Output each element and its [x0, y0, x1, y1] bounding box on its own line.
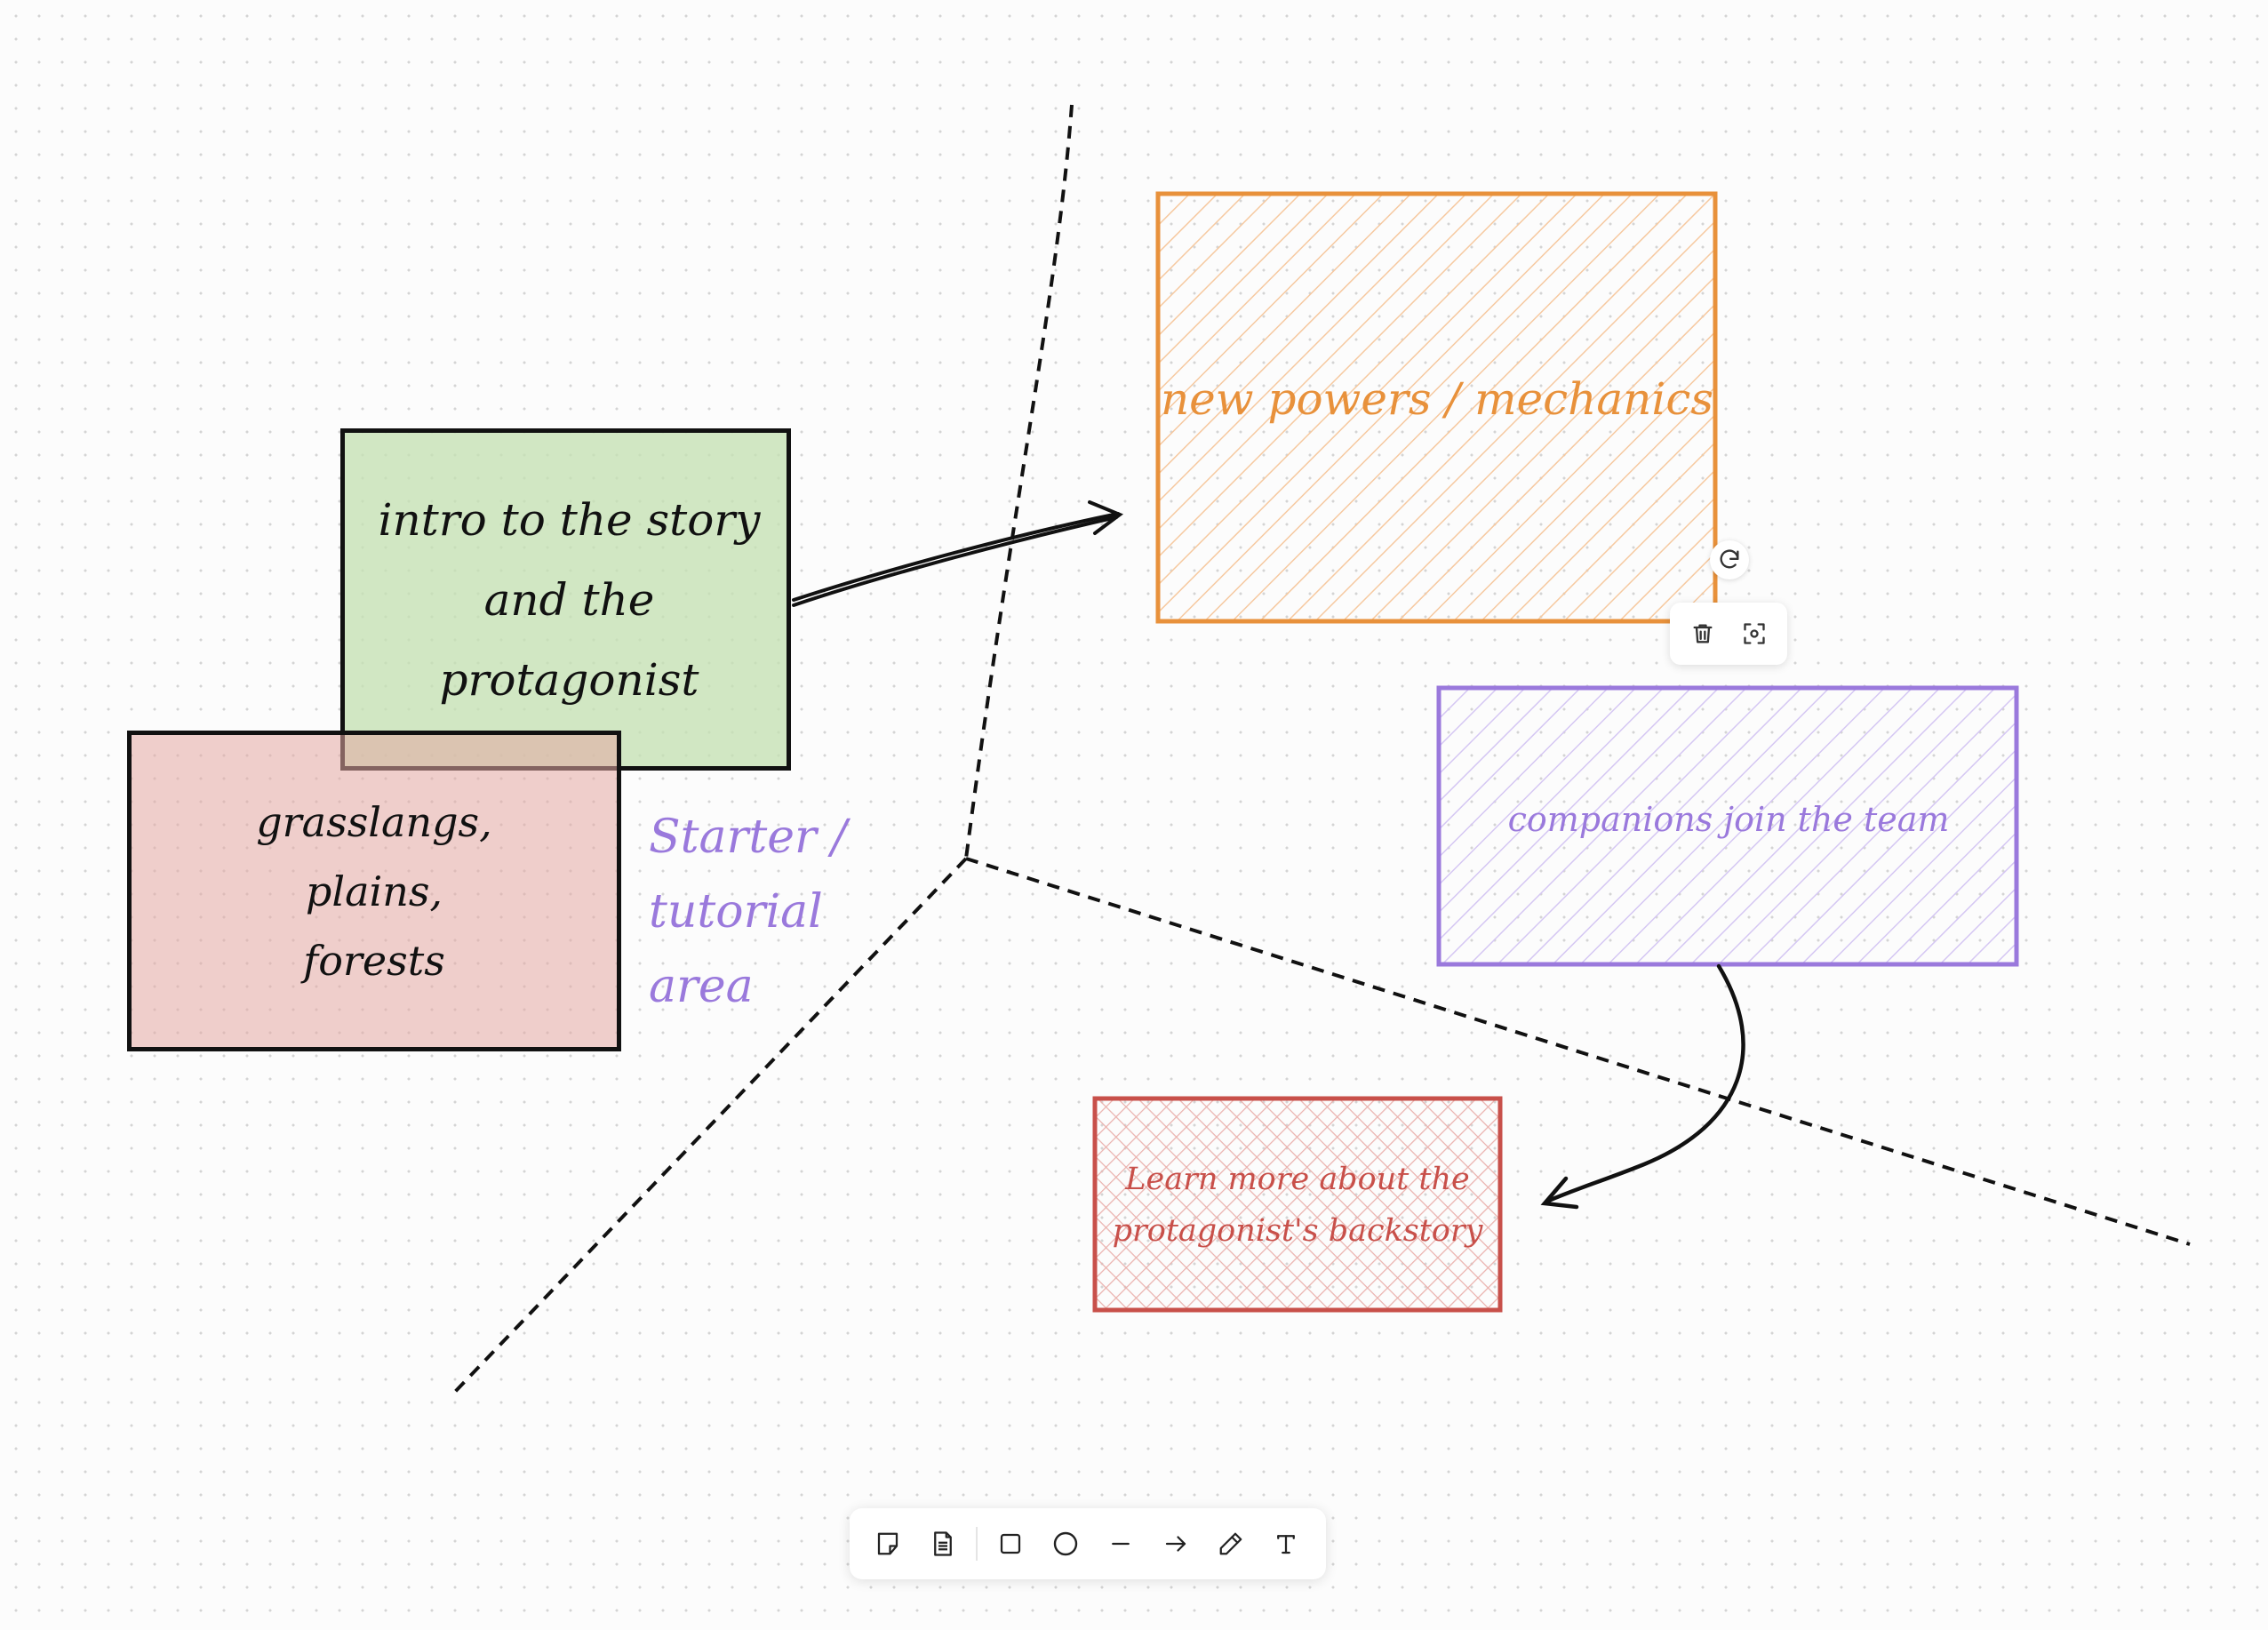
pencil-tool[interactable]: [1203, 1516, 1258, 1571]
starter-area-label[interactable]: Starter / tutorial area: [649, 811, 847, 1013]
axis-right[interactable]: [965, 857, 2191, 1246]
arrow-purple-to-red[interactable]: [1540, 963, 1745, 1210]
ellipse-tool[interactable]: [1038, 1516, 1093, 1571]
rotate-handle[interactable]: [1710, 540, 1749, 579]
text-icon: [1277, 1535, 1295, 1554]
delete-button[interactable]: [1681, 611, 1725, 656]
trash-icon: [1693, 624, 1713, 643]
sticky-note-red-text: grasslangs, plains, forests: [256, 797, 492, 985]
sticky-note-tool[interactable]: [860, 1516, 915, 1571]
arrow-tool[interactable]: [1148, 1516, 1203, 1571]
purple-hatched-rectangle[interactable]: [1436, 685, 2019, 967]
focus-button[interactable]: [1732, 611, 1777, 656]
red-hatched-rectangle[interactable]: [1092, 1096, 1503, 1313]
axis-vertical[interactable]: [964, 104, 1074, 859]
line-icon: [1112, 1542, 1130, 1546]
rectangle-tool[interactable]: [983, 1516, 1038, 1571]
arrow-green-to-orange[interactable]: [792, 500, 1124, 607]
sticky-note-icon: [877, 1532, 898, 1555]
axis-left[interactable]: [452, 857, 968, 1394]
arrow-icon: [1165, 1536, 1186, 1552]
orange-hatched-rectangle[interactable]: [1155, 191, 1718, 624]
sticky-note-green[interactable]: intro to the story and the protagonist: [340, 428, 791, 771]
ellipse-icon: [1053, 1531, 1078, 1556]
purple-shape-text: companions join the team: [1507, 800, 1950, 839]
bottom-toolbar: [850, 1508, 1326, 1579]
focus-icon: [1744, 623, 1765, 644]
pencil-icon: [1219, 1532, 1242, 1555]
sticky-note-red[interactable]: grasslangs, plains, forests: [127, 731, 621, 1051]
sticky-note-green-text: intro to the story and the protagonist: [378, 493, 761, 706]
line-tool[interactable]: [1093, 1516, 1148, 1571]
toolbar-divider: [976, 1527, 978, 1561]
rotate-icon: [1720, 549, 1739, 569]
document-tool[interactable]: [915, 1516, 970, 1571]
selection-toolbar: [1670, 603, 1787, 665]
rectangle-icon: [1000, 1533, 1021, 1554]
text-tool[interactable]: [1258, 1516, 1314, 1571]
red-shape-text: Learn more about the protagonist's backs…: [1112, 1162, 1483, 1249]
dashed-axis-lines[interactable]: [452, 104, 2191, 1394]
document-icon: [934, 1531, 952, 1556]
orange-shape-text: new powers / mechanics: [1160, 373, 1714, 425]
